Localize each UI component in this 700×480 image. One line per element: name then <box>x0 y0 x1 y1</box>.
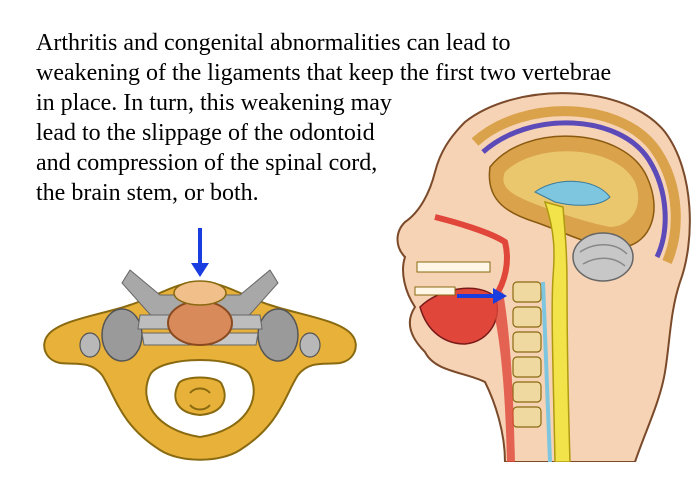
odontoid-process <box>167 300 233 346</box>
text-line-5: and compression of the spinal cord, <box>36 150 378 176</box>
cervical-vertebrae <box>512 281 542 428</box>
head-cross-section-illustration <box>396 92 691 462</box>
down-arrow-icon <box>191 228 209 277</box>
tongue <box>419 287 499 345</box>
text-line-2: weakening of the ligaments that keep the… <box>36 60 612 86</box>
right-facet <box>257 308 299 362</box>
text-line-4: lead to the slippage of the odontoid <box>36 120 375 146</box>
spinal-cord <box>543 200 571 462</box>
text-line-3: in place. In turn, this weakening may <box>36 90 392 116</box>
right-arrow-icon <box>457 288 507 304</box>
text-line-1: Arthritis and congenital abnormalities c… <box>36 30 511 56</box>
left-facet <box>101 308 143 362</box>
spinal-cord-cross-section <box>174 376 226 417</box>
text-line-6: the brain stem, or both. <box>36 180 259 206</box>
body-text: Arthritis and congenital abnormalities c… <box>36 28 676 208</box>
atlas-vertebra-illustration <box>43 228 357 461</box>
cerebellum <box>572 232 634 282</box>
